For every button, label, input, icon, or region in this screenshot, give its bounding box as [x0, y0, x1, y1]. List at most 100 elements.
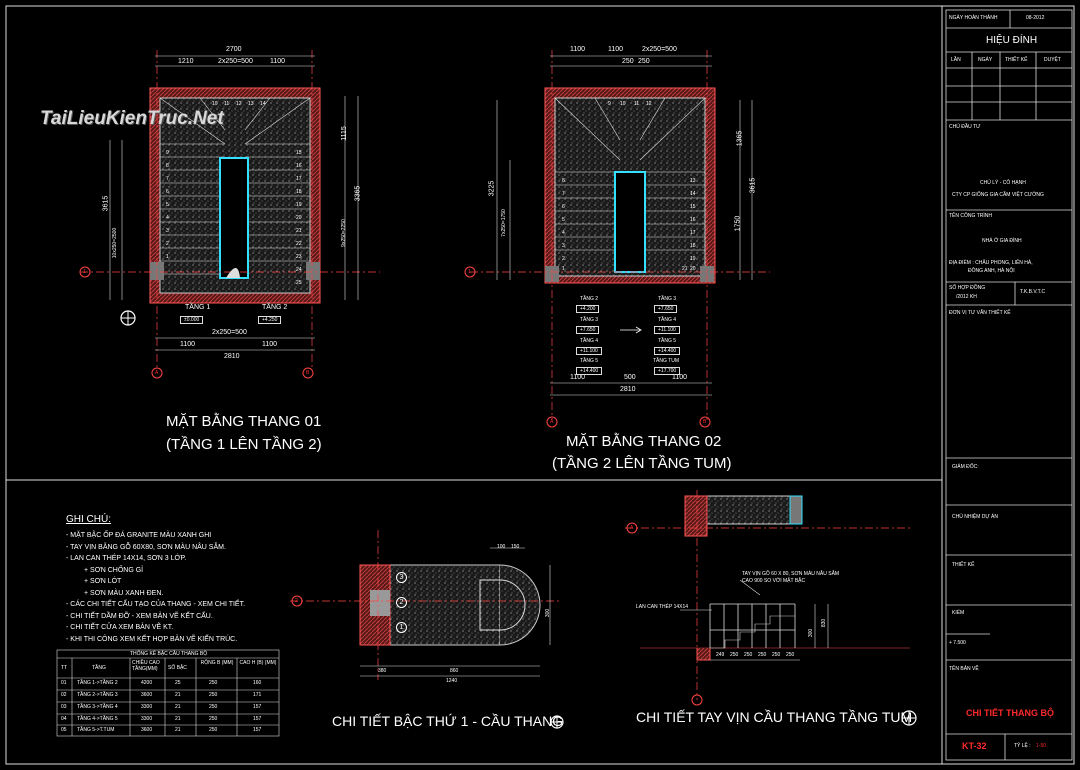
plan1-side-1: 1 — [166, 254, 169, 260]
notes-list: - MẶT BẬC ỐP ĐÁ GRANITE MÀU XANH GHI - T… — [66, 530, 245, 645]
tb-drawing-label: TÊN BẢN VẼ — [949, 666, 979, 672]
plan1-side-19: 19 — [296, 202, 302, 208]
plan1-grid-a: A — [155, 370, 159, 376]
plan1-dim-bottom-overall: 2810 — [224, 353, 240, 360]
detail1-dim-2: 150 — [511, 544, 520, 550]
table-cell: 3600 — [141, 692, 153, 698]
note-item: + SƠN LÓT — [84, 578, 122, 585]
stats-header-tt: TT — [61, 665, 68, 671]
plan1-side-2: 2 — [166, 241, 169, 247]
detail2-drawing — [625, 490, 917, 726]
plan1-side-16: 16 — [296, 163, 302, 169]
detail2-title: CHI TIẾT TAY VỊN CẦU THANG TẦNG TUM — [636, 709, 913, 725]
stats-header-width: RỘNG B (MM) — [200, 660, 234, 666]
plan2-level-3-name: TẦNG 3 — [580, 317, 599, 323]
stats-table-title: THỐNG KÊ BẬC CẦU THANG BỘ — [130, 651, 208, 657]
stats-header-steps: SỐ BẬC — [168, 665, 187, 671]
table-cell: 250 — [209, 727, 218, 733]
note-item: - CÁC CHI TIẾT CẤU TẠO CỦA THANG - XEM C… — [66, 601, 246, 608]
table-cell: 250 — [209, 680, 218, 686]
detail1-dim-4: 860 — [450, 668, 459, 674]
stats-table-body: 01 TẦNG 1->TẦNG 2 4200 25 250 160 02 TẦN… — [57, 680, 279, 738]
stats-header-riser: CAO H (B) (MM) — [239, 660, 277, 666]
plan2-drawing — [464, 50, 770, 428]
table-cell: 157 — [253, 716, 262, 722]
plan2-dim-top-2: 1100 — [608, 46, 624, 53]
plan1-step-11: 11 — [224, 101, 230, 107]
plan2-side-15: 15 — [690, 204, 696, 210]
plan1-level-2-value: +4.250 — [258, 316, 282, 324]
plan1-side-20: 20 — [296, 215, 302, 221]
tb-location-2: ĐÔNG ANH, HÀ NỘI — [968, 268, 1015, 274]
detail2-callout-1: TAY VỊN GỖ 60 X 80, SƠN MÀU NÂU SẪM — [742, 571, 840, 577]
plan2-dim-bottom-2: 500 — [624, 374, 636, 381]
tb-pm-label: CHỦ NHIỆM DỰ ÁN — [952, 514, 998, 520]
plan2-subtitle: (TẦNG 2 LÊN TẦNG TUM) — [552, 455, 732, 472]
detail2-dim-1: 249 — [716, 652, 725, 658]
plan1-level-2-name: TẦNG 2 — [262, 304, 288, 311]
plan2-dim-right-1: 1365 — [736, 130, 744, 147]
table-cell: 250 — [209, 704, 218, 710]
detail1-dim-1: 100 — [497, 544, 506, 550]
plan2-side-16: 16 — [690, 217, 696, 223]
tb-date-label: NGÀY HOÀN THÀNH — [949, 15, 998, 21]
plan2-dim-top-1: 1100 — [570, 46, 586, 53]
table-cell: 3600 — [141, 727, 153, 733]
notes-heading: GHI CHÚ: — [66, 514, 111, 525]
detail2-dim-3: 250 — [744, 652, 753, 658]
plan2-level-7-name: TẦNG 5 — [580, 358, 599, 364]
table-row: 05 TẦNG 5->T.TUM 3600 21 250 157 — [57, 727, 279, 738]
tb-location: ĐỊA ĐIỂM : CHÂU PHONG, LIÊN HÀ, — [949, 260, 1033, 266]
plan2-title: MẶT BẰNG THANG 02 — [566, 433, 722, 450]
plan1-dim-right-3: 9x250=2250 — [340, 219, 347, 247]
tb-scale-label: TỶ LỆ : — [1014, 743, 1031, 749]
plan2-side-3: 3 — [562, 243, 565, 249]
plan2-level-8-value: +17.700 — [654, 367, 681, 375]
plan1-dim-bottom-1: 2x250=500 — [212, 329, 247, 336]
watermark-text: TaiLieuKienTruc.Net — [40, 108, 224, 129]
table-cell: 01 — [61, 680, 67, 686]
plan2-dim-left-1: 3225 — [488, 180, 496, 197]
plan1-side-4: 4 — [166, 215, 169, 221]
tb-project-label: TÊN CÔNG TRÌNH — [949, 213, 992, 219]
plan1-side-22: 22 — [296, 241, 302, 247]
plan2-level-1-value: +4.200 — [576, 305, 600, 313]
plan2-dim-top-3: 2x250=500 — [642, 46, 677, 53]
plan2-level-6-value: +14.400 — [654, 347, 681, 355]
stats-header-height: CHIỀU CAO TẦNG(MM) — [132, 660, 160, 672]
plan1-step-14: 14 — [260, 101, 266, 107]
plan2-level-2-value: +7.650 — [654, 305, 678, 313]
table-cell: 21 — [175, 692, 181, 698]
plan2-level-2-name: TẦNG 3 — [658, 296, 677, 302]
table-cell: 25 — [175, 680, 181, 686]
table-cell: 157 — [253, 727, 262, 733]
tb-owner-company: CTY CP GIỐNG GIA CẦM VIỆT CƯỜNG — [952, 192, 1044, 198]
stats-header-floor: TẦNG — [92, 665, 106, 671]
plan1-grid-b: B — [306, 370, 310, 376]
tb-owner-label: CHỦ ĐẦU TƯ — [949, 124, 981, 130]
note-item: + SƠN CHỐNG GỈ — [84, 566, 144, 574]
table-row: 01 TẦNG 1->TẦNG 2 4200 25 250 160 — [57, 680, 279, 692]
plan1-dim-right-2: 3365 — [354, 185, 362, 202]
plan1-subtitle: (TẦNG 1 LÊN TẦNG 2) — [166, 436, 322, 453]
plan2-level-4-name: TẦNG 4 — [658, 317, 677, 323]
note-item: - CHI TIẾT CỬA XEM BẢN VẼ KT. — [66, 624, 174, 631]
plan2-level-4-value: +11.100 — [654, 326, 680, 334]
table-cell: TẦNG 3->TẦNG 4 — [77, 704, 118, 710]
note-item: - MẶT BẬC ỐP ĐÁ GRANITE MÀU XANH GHI — [66, 532, 212, 539]
plan2-dim-left-2: 7x250=1750 — [500, 209, 507, 237]
table-cell: 4200 — [141, 680, 153, 686]
plan1-dim-bottom-3: 1100 — [262, 341, 278, 348]
plan2-side-1: 1 — [562, 266, 565, 272]
table-cell: TẦNG 4->TẦNG 5 — [77, 716, 118, 722]
detail1-title: CHI TIẾT BẬC THỨ 1 - CẦU THANG — [332, 713, 564, 729]
stats-table-grid — [56, 649, 280, 737]
tb-design-label: THIẾT KẾ — [952, 562, 975, 568]
plan2-side-2: 2 — [562, 256, 565, 262]
detail2-callout-2: LAN CAN THÉP 14X14 — [636, 604, 689, 610]
plan2-dim-right-3: 1750 — [734, 215, 742, 232]
plan2-side-4: 4 — [562, 230, 565, 236]
plan2-step-10: 10 — [620, 101, 626, 107]
table-cell: 02 — [61, 692, 67, 698]
plan2-side-7: 7 — [562, 191, 565, 197]
